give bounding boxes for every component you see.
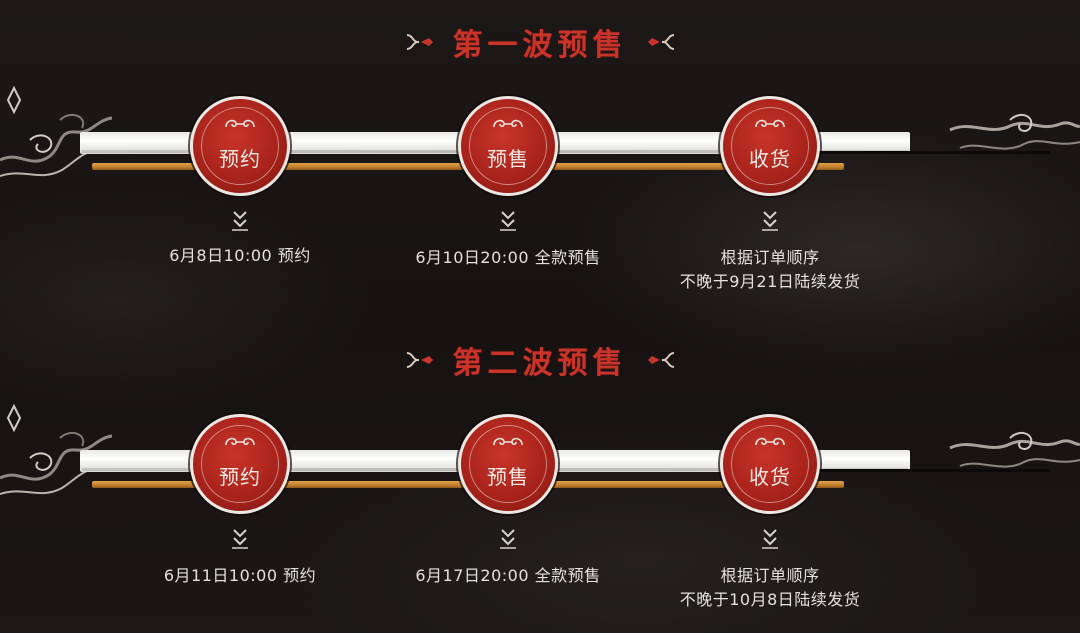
wave-title: 第一波预售 <box>452 28 628 63</box>
cloud-ornament-icon <box>406 34 433 50</box>
cloud-swirl-icon <box>493 119 523 128</box>
info-line: 不晚于10月8日陆续发货 <box>679 590 861 609</box>
seal-badge: 收货 <box>720 414 820 514</box>
step-reserve: 预约 <box>190 96 290 196</box>
info-line: 6月17日20:00 全款预售 <box>415 566 601 585</box>
seal-label: 收货 <box>749 465 791 489</box>
step-info: 6月11日10:00 预约 <box>110 564 370 588</box>
seal-label: 预售 <box>487 465 529 489</box>
cloud-swirl-icon <box>225 437 255 446</box>
info-line: 6月10日20:00 全款预售 <box>415 248 601 267</box>
step-delivery: 收货 <box>720 414 820 514</box>
step-info: 根据订单顺序 不晚于9月21日陆续发货 <box>640 246 900 294</box>
seal-label: 预售 <box>487 147 529 171</box>
wave-2-section: 第二波预售 <box>0 318 1080 633</box>
step-info: 根据订单顺序 不晚于10月8日陆续发货 <box>640 564 900 612</box>
seal-badge: 预售 <box>458 414 558 514</box>
double-chevron-down-icon <box>232 211 248 231</box>
seal-label: 预约 <box>219 147 261 171</box>
ink-line <box>760 151 1050 154</box>
seal-label: 收货 <box>749 147 791 171</box>
seal-ring <box>731 107 809 185</box>
wave-title-row: 第一波预售 <box>0 20 1080 64</box>
seal-ring <box>469 425 547 503</box>
wave-1-section: 第一波预售 <box>0 0 1080 316</box>
info-line: 6月11日10:00 预约 <box>163 566 317 585</box>
cloud-swirl-icon <box>493 437 523 446</box>
info-line: 根据订单顺序 <box>720 248 820 267</box>
ink-line <box>760 469 1050 472</box>
ink-cloud-decoration <box>0 85 113 177</box>
ink-cloud-decoration <box>949 113 1080 150</box>
cloud-ornament-icon <box>406 352 433 368</box>
seal-badge: 预售 <box>458 96 558 196</box>
double-chevron-down-icon <box>500 529 516 549</box>
cloud-ornament-icon <box>647 34 674 50</box>
seal-ring <box>731 425 809 503</box>
step-presale: 预售 <box>458 414 558 514</box>
step-info: 6月17日20:00 全款预售 <box>378 564 638 588</box>
info-line: 根据订单顺序 <box>720 566 820 585</box>
step-delivery: 收货 <box>720 96 820 196</box>
ink-cloud-decoration <box>949 431 1080 468</box>
info-line: 6月8日10:00 预约 <box>169 246 311 265</box>
step-reserve: 预约 <box>190 414 290 514</box>
wave-title-row: 第二波预售 <box>0 338 1080 382</box>
double-chevron-down-icon <box>762 529 778 549</box>
double-chevron-down-icon <box>500 211 516 231</box>
step-info: 6月10日20:00 全款预售 <box>378 246 638 270</box>
cloud-swirl-icon <box>755 119 785 128</box>
seal-badge: 预约 <box>190 96 290 196</box>
seal-ring <box>201 107 279 185</box>
info-line: 不晚于9月21日陆续发货 <box>679 272 861 291</box>
seal-label: 预约 <box>219 465 261 489</box>
seal-ring <box>201 425 279 503</box>
seal-ring <box>469 107 547 185</box>
ink-cloud-decoration <box>0 403 113 495</box>
seal-badge: 收货 <box>720 96 820 196</box>
cloud-swirl-icon <box>755 437 785 446</box>
wave-title: 第二波预售 <box>452 346 628 381</box>
step-presale: 预售 <box>458 96 558 196</box>
double-chevron-down-icon <box>232 529 248 549</box>
seal-badge: 预约 <box>190 414 290 514</box>
step-info: 6月8日10:00 预约 <box>110 244 370 268</box>
cloud-swirl-icon <box>225 119 255 128</box>
double-chevron-down-icon <box>762 211 778 231</box>
cloud-ornament-icon <box>647 352 674 368</box>
